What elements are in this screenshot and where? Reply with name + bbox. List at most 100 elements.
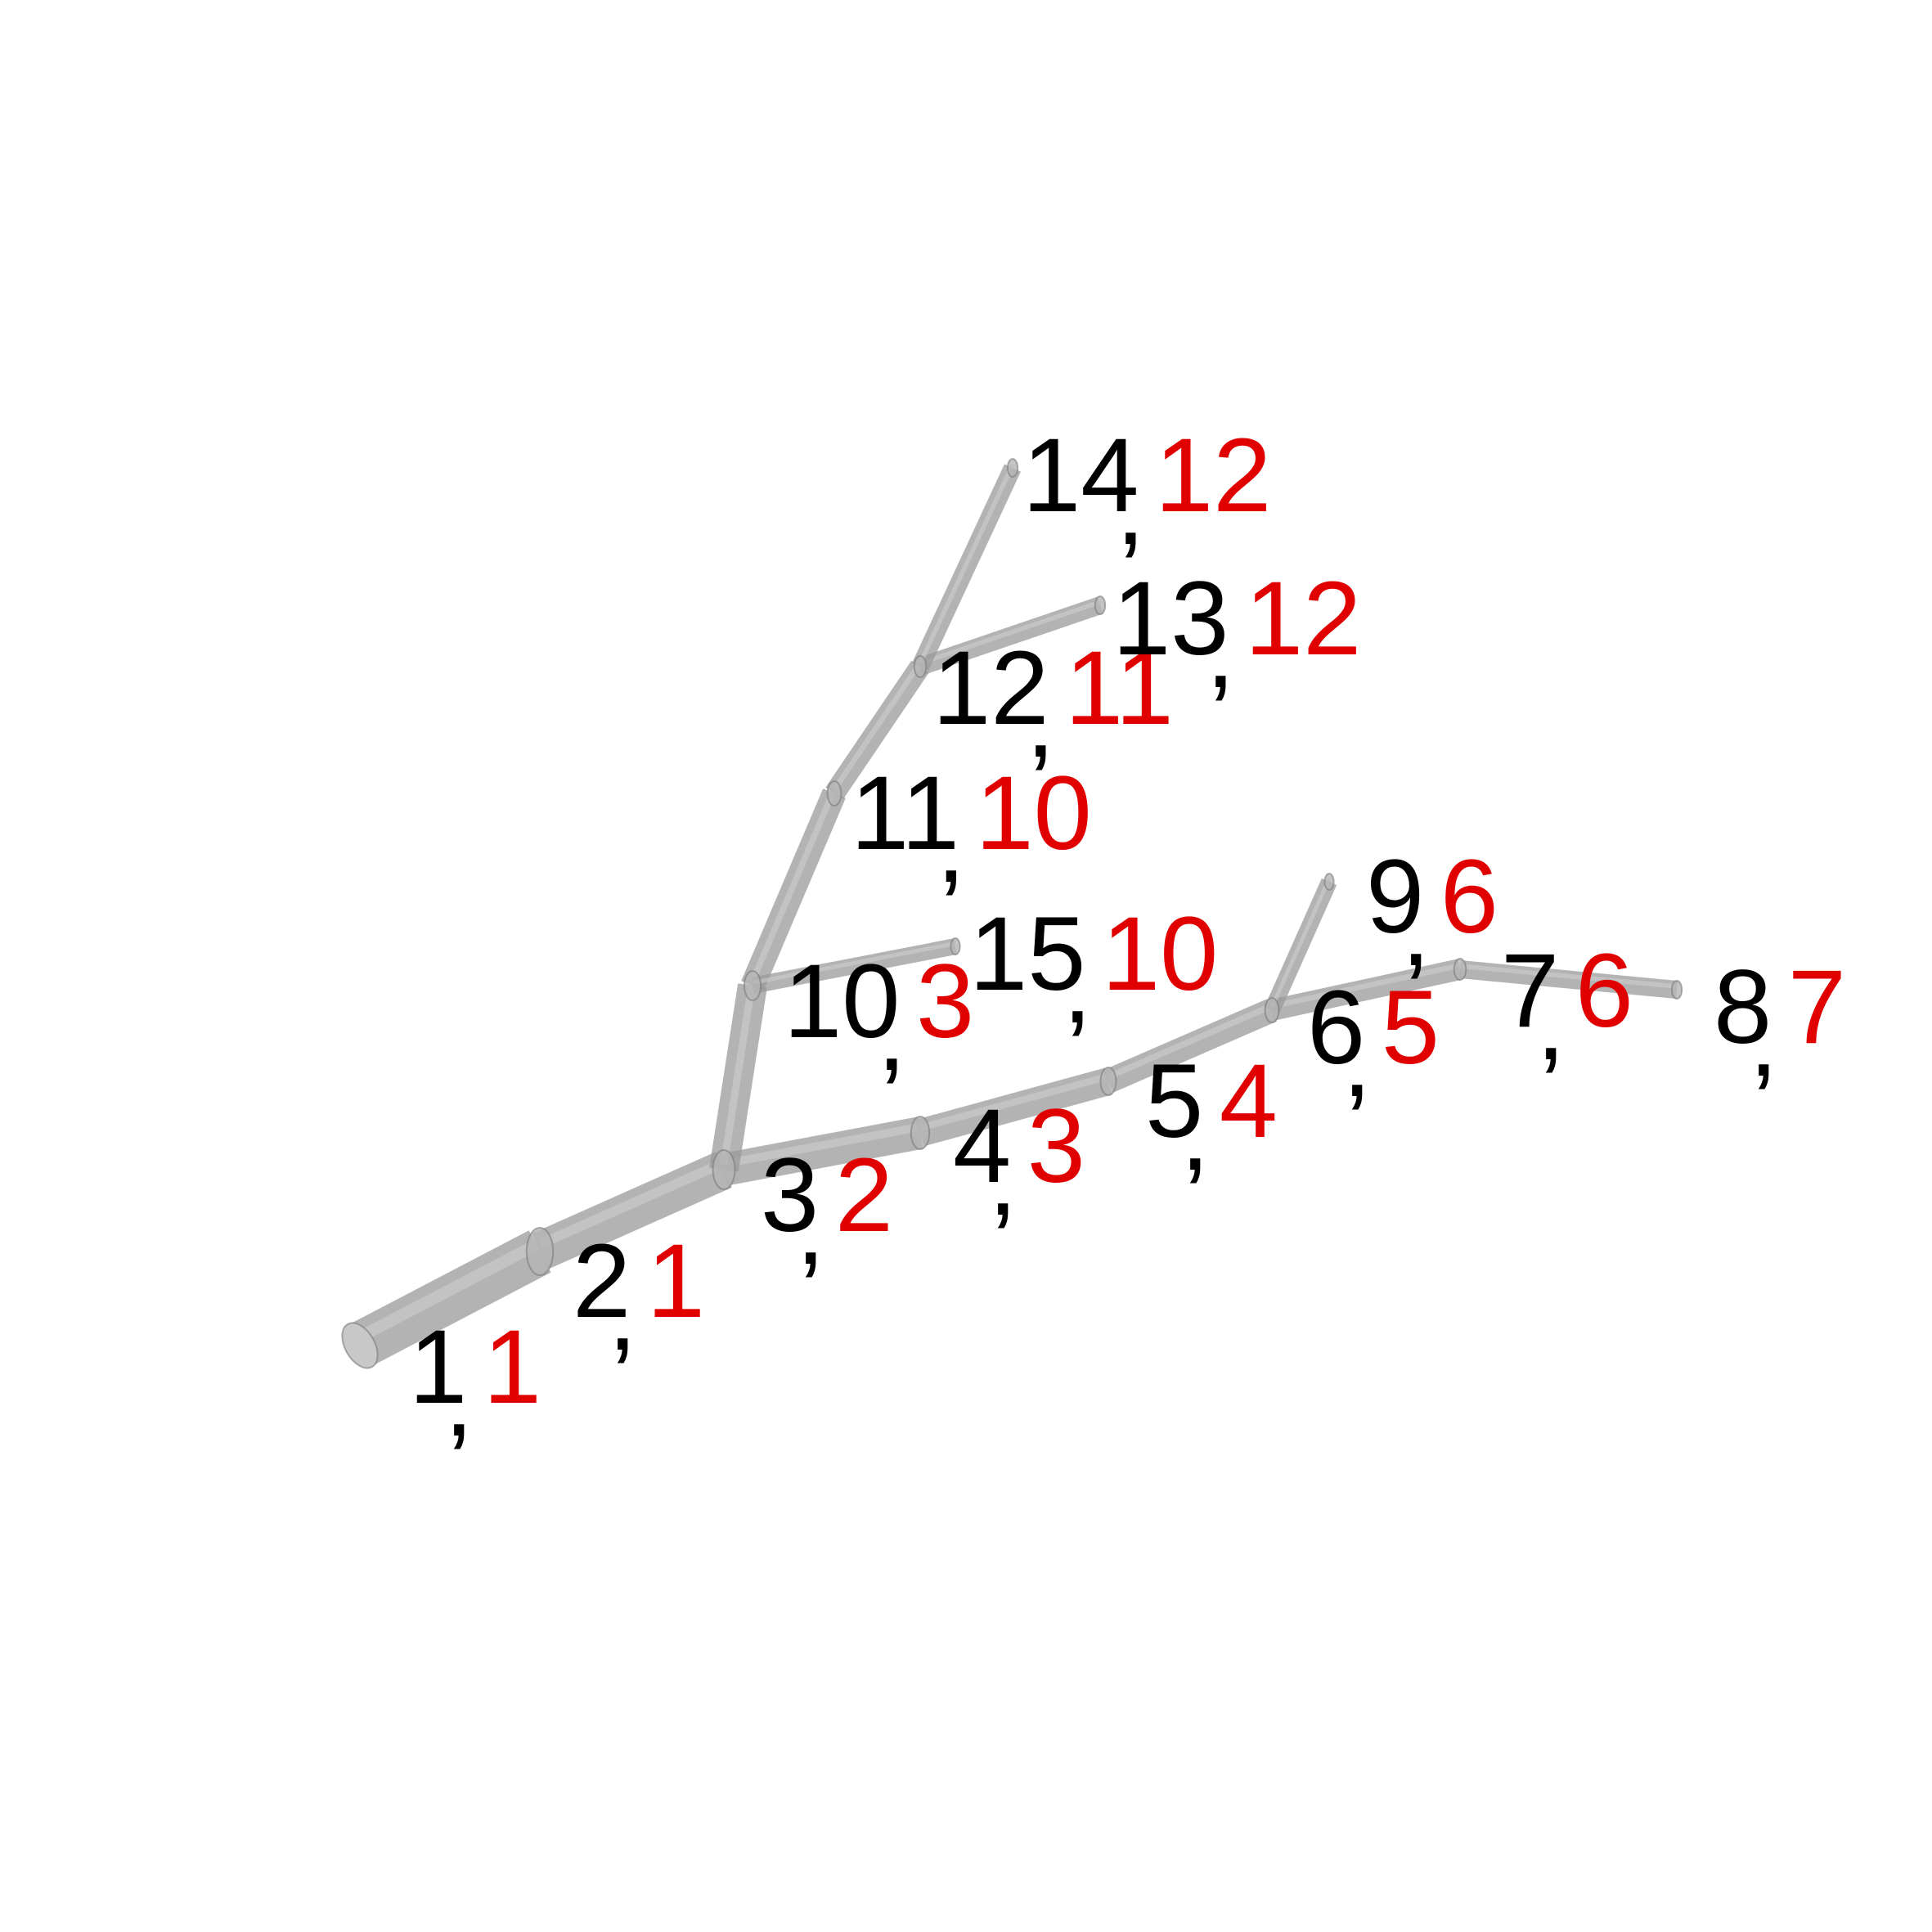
node-value: 12 [1155, 417, 1271, 534]
branch-tube-highlight [720, 979, 757, 1166]
branch-tube-highlight [749, 788, 838, 983]
node-label-12: 12,11 [932, 630, 1174, 780]
node-id: 6 [1307, 969, 1365, 1086]
label-separator: , [608, 1256, 637, 1373]
label-separator: , [796, 1170, 825, 1287]
branch-tube-highlight [723, 1122, 921, 1168]
branch-tube-highlight [919, 1072, 1110, 1131]
joint-cap-7 [1453, 958, 1467, 981]
branch-segment-12-13 [917, 596, 1103, 676]
node-label-15: 15,10 [969, 896, 1218, 1045]
node-label-5: 5,4 [1145, 1043, 1278, 1193]
node-id: 15 [969, 896, 1085, 1013]
branch-tube [1103, 999, 1277, 1093]
node-label-4: 4,3 [953, 1088, 1085, 1238]
branch-tube [916, 1067, 1112, 1147]
joints-layer [341, 458, 1683, 1369]
joint-cap-9 [1323, 873, 1335, 891]
branch-tube [532, 1152, 732, 1269]
branch-segment-4-5 [916, 1067, 1112, 1147]
joint-cap-13 [1094, 595, 1107, 615]
node-label-8: 8,7 [1714, 949, 1846, 1099]
label-separator: , [444, 1341, 474, 1458]
label-separator: , [1026, 663, 1055, 780]
branch-tube-highlight [1459, 964, 1678, 989]
node-value: 10 [975, 755, 1091, 872]
label-separator: , [1206, 593, 1235, 710]
node-value: 4 [1220, 1043, 1278, 1160]
joint-cap-4 [910, 1116, 931, 1150]
joint-cap-10 [743, 970, 762, 1001]
joint-cap-5 [1099, 1067, 1117, 1096]
node-label-3: 3,2 [761, 1137, 893, 1287]
node-value: 6 [1575, 932, 1633, 1049]
node-value: 3 [1027, 1088, 1085, 1205]
branch-segment-2-3 [532, 1152, 732, 1269]
node-id: 13 [1112, 560, 1229, 677]
root-cap [341, 1322, 379, 1369]
joint-cap-12 [913, 655, 928, 678]
branch-tube-highlight [832, 661, 923, 792]
branch-segment-10-15 [751, 938, 957, 994]
branch-segment-5-6 [1103, 999, 1277, 1093]
node-label-13: 13,12 [1112, 560, 1361, 710]
node-id: 3 [761, 1137, 819, 1254]
branch-tube [1458, 960, 1678, 999]
branch-tube [751, 938, 957, 994]
label-separator: , [1063, 928, 1092, 1045]
label-separator: , [1749, 982, 1778, 1099]
node-label-10: 10,3 [784, 943, 974, 1093]
branch-segment-12-14 [912, 463, 1021, 671]
node-id: 4 [953, 1088, 1011, 1205]
node-value: 7 [1788, 949, 1846, 1066]
node-value: 11 [1065, 630, 1174, 747]
node-label-6: 6,5 [1307, 969, 1440, 1119]
node-value: 5 [1382, 969, 1440, 1086]
node-id: 8 [1714, 949, 1772, 1066]
branch-segment-7-8 [1458, 960, 1678, 999]
branch-tube-highlight [919, 600, 1101, 666]
branch-segment-3-10 [709, 979, 767, 1172]
branch-tube [348, 1230, 551, 1367]
branch-tube-highlight [1269, 878, 1332, 1009]
node-id: 7 [1501, 932, 1559, 1049]
branch-segment-10-11 [741, 788, 846, 991]
segments-layer [348, 463, 1678, 1367]
label-separator: , [1180, 1076, 1210, 1193]
node-id: 14 [1022, 417, 1139, 534]
node-value: 1 [483, 1309, 541, 1426]
joint-cap-8 [1670, 980, 1683, 1000]
node-id: 5 [1145, 1043, 1203, 1160]
branch-tube-highlight [1107, 1003, 1274, 1081]
label-separator: , [988, 1121, 1018, 1238]
label-separator: , [1401, 871, 1431, 988]
node-id: 1 [409, 1309, 467, 1426]
branch-segment-3-4 [721, 1117, 923, 1186]
node-id: 2 [573, 1223, 631, 1340]
node-id: 11 [851, 755, 959, 872]
branch-tube-highlight [1271, 963, 1461, 1009]
branch-tube [721, 1117, 923, 1186]
branch-tube-highlight [752, 941, 956, 985]
node-id: 12 [932, 630, 1049, 747]
node-id: 9 [1366, 838, 1424, 955]
branch-segment-6-7 [1269, 959, 1462, 1021]
label-separator: , [1536, 965, 1566, 1082]
node-value: 10 [1102, 896, 1218, 1013]
label-separator: , [937, 788, 966, 905]
label-separator: , [1342, 1002, 1372, 1119]
node-value: 12 [1245, 560, 1361, 677]
branch-segment-1-2 [348, 1230, 551, 1367]
node-label-9: 9,6 [1366, 838, 1498, 988]
branch-tube-highlight [537, 1157, 726, 1249]
node-value: 6 [1440, 838, 1498, 955]
node-label-7: 7,6 [1501, 932, 1633, 1082]
branch-tube [917, 596, 1103, 676]
joint-cap-6 [1264, 997, 1280, 1023]
label-separator: , [877, 976, 906, 1093]
branch-tube-highlight [918, 463, 1015, 665]
branch-tube [1269, 959, 1462, 1021]
node-value: 1 [647, 1223, 705, 1340]
